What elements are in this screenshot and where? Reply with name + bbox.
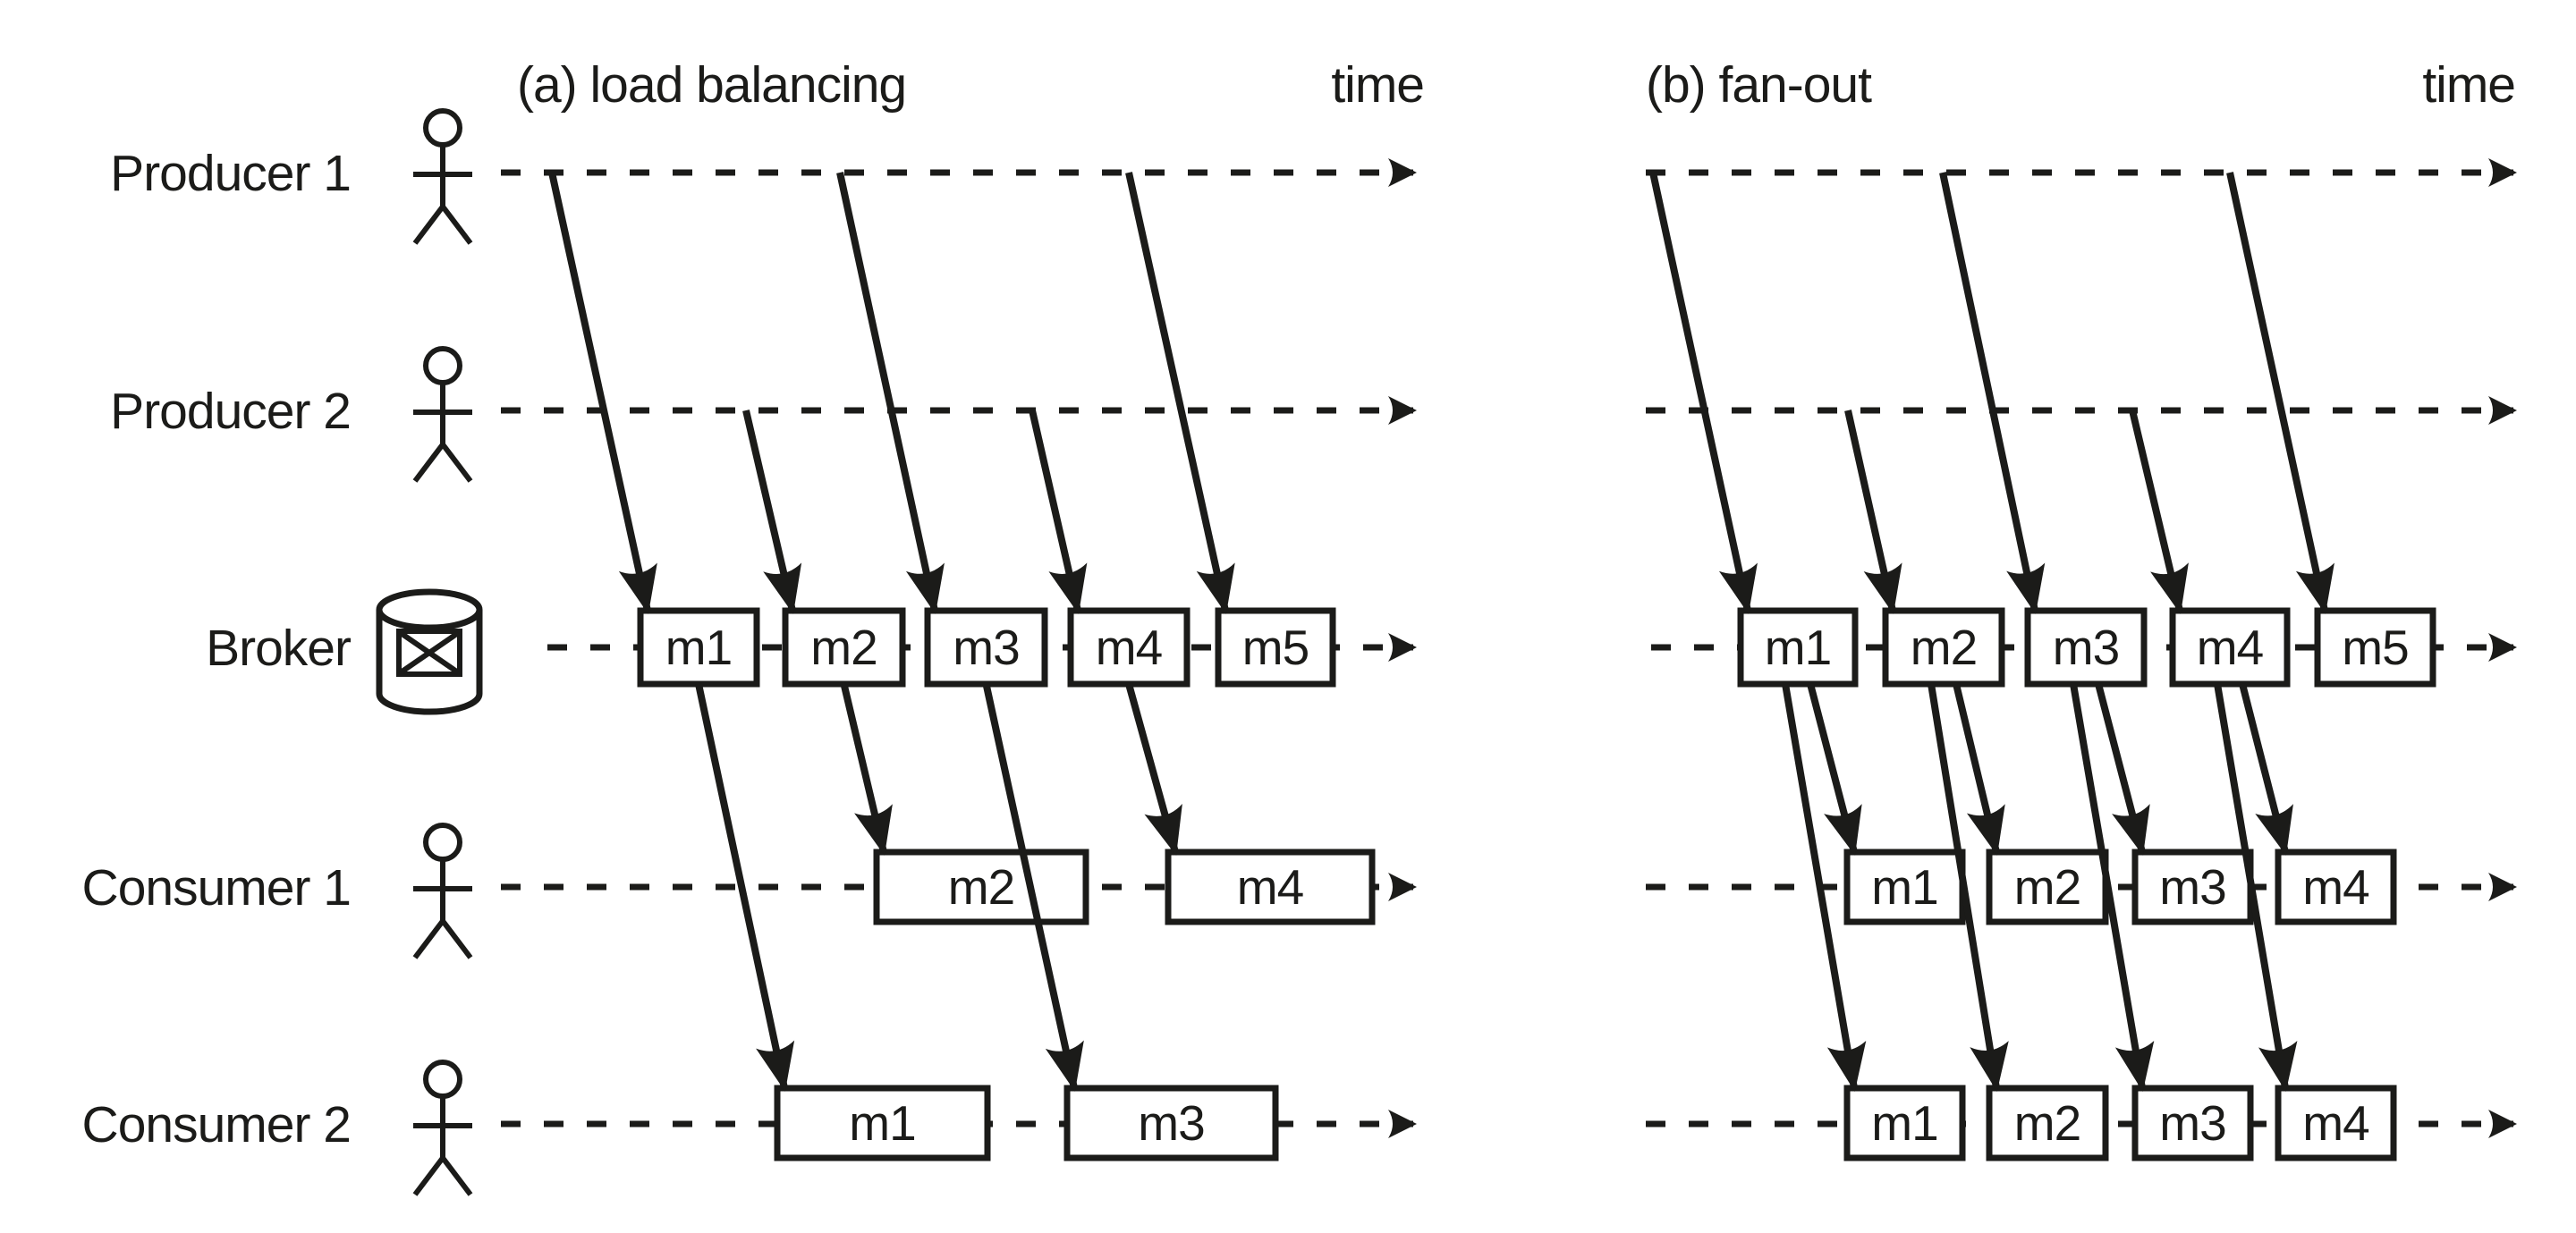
- panel-b-title: (b) fan-out: [1646, 56, 1872, 114]
- cylinder-top: [376, 588, 483, 631]
- lane-label-consumer1: Consumer 1: [82, 859, 351, 916]
- person-leg-left: [412, 443, 445, 483]
- message-label-m4: m4: [1096, 620, 1162, 675]
- message-label-m4: m4: [2302, 859, 2368, 915]
- message-box-m4-consumer1-panel-b: [2275, 849, 2397, 925]
- text-layer: (a) load balancing time (b) fan-out time…: [82, 56, 2516, 1153]
- message-label-m2: m2: [810, 620, 877, 675]
- message-box-m4-broker-panel-a: [1067, 607, 1191, 688]
- lane-label-producer1: Producer 1: [110, 145, 351, 202]
- message-box-m3-consumer2-panel-b: [2131, 1085, 2254, 1161]
- message-label-m4: m4: [2302, 1095, 2368, 1151]
- message-broker-icon: [376, 588, 483, 715]
- produce-arrow-m4-panel-b: [2129, 410, 2189, 614]
- message-label-m5: m5: [1242, 620, 1309, 675]
- deliver-arrow-m3-to-consumer2-panel-a: [982, 683, 1084, 1092]
- person-leg-left: [412, 1156, 445, 1196]
- panel-b-time-label: time: [2422, 56, 2515, 114]
- message-label-m3: m3: [2159, 1095, 2225, 1151]
- message-label-m3: m3: [2159, 859, 2225, 915]
- message-box-m5-broker-panel-b: [2314, 607, 2436, 688]
- message-label-m2: m2: [2014, 859, 2080, 915]
- message-label-m3: m3: [2053, 620, 2119, 675]
- message-label-m1: m1: [1871, 859, 1937, 915]
- message-box-m1-consumer2-panel-a: [774, 1085, 991, 1161]
- produce-arrow-m1-panel-a: [548, 172, 657, 614]
- deliver-arrow-m2-to-consumer1-panel-a: [840, 683, 893, 856]
- message-box-m2-consumer2-panel-b: [1986, 1085, 2109, 1161]
- person-icon: [412, 108, 473, 245]
- produce-arrow-m3-panel-b: [1939, 172, 2046, 614]
- message-label-m2: m2: [1911, 620, 1977, 675]
- message-label-m1: m1: [1765, 620, 1831, 675]
- lane-label-producer2: Producer 2: [110, 383, 351, 440]
- deliver-arrow-m3-to-consumer2-panel-b: [2070, 683, 2155, 1092]
- message-box-m3-broker-panel-b: [2024, 607, 2148, 688]
- message-label-m3: m3: [1138, 1095, 1204, 1151]
- person-icon: [412, 823, 473, 959]
- message-label-m5: m5: [2342, 620, 2408, 675]
- deliver-arrow-m2-to-consumer1-panel-b: [1953, 683, 2005, 856]
- message-label-m2: m2: [2014, 1095, 2080, 1151]
- person-leg-left: [412, 205, 445, 245]
- deliver-arrow-m1-to-consumer2-panel-b: [1782, 683, 1867, 1092]
- person-leg-left: [412, 919, 445, 959]
- person-leg-right: [440, 919, 473, 959]
- panel-a-time-label: time: [1331, 56, 1424, 114]
- message-label-m3: m3: [953, 620, 1019, 675]
- message-label-m1: m1: [665, 620, 732, 675]
- message-box-m3-consumer2-panel-a: [1063, 1085, 1279, 1161]
- message-box-m4-consumer1-panel-a: [1165, 849, 1376, 925]
- lane-label-consumer2: Consumer 2: [82, 1096, 351, 1153]
- deliver-arrow-m4-to-consumer1-panel-a: [1125, 682, 1182, 856]
- lane-label-broker: Broker: [206, 620, 352, 677]
- envelope-fold: [399, 630, 460, 675]
- message-box-m1-broker-panel-b: [1737, 607, 1859, 688]
- message-label-m4: m4: [2197, 620, 2263, 675]
- message-box-m5-broker-panel-a: [1215, 607, 1336, 688]
- diagram-content: m1 m2 m3 m4 m5 m2 m4 m1 m3 m1 m2 m3 m4 m5 m1 m2 m3 m4 m1 m2…: [376, 108, 2517, 1196]
- produce-arrow-m4-panel-a: [1029, 410, 1088, 614]
- panel-a-title: (a) load balancing: [517, 56, 906, 114]
- deliver-arrow-m4-to-consumer2-panel-b: [2214, 683, 2298, 1092]
- message-box-m2-consumer1-panel-b: [1986, 849, 2109, 925]
- deliver-arrow-m3-to-consumer1-panel-b: [2095, 682, 2150, 856]
- message-box-m1-consumer1-panel-b: [1843, 849, 1966, 925]
- produce-arrow-m5-panel-b: [2226, 172, 2334, 614]
- message-box-m1-consumer2-panel-b: [1843, 1085, 1966, 1161]
- message-box-m4-consumer2-panel-b: [2275, 1085, 2397, 1161]
- deliver-arrow-m2-to-consumer2-panel-b: [1928, 683, 2009, 1092]
- produce-arrow-m5-panel-a: [1125, 172, 1235, 614]
- person-leg-right: [440, 443, 473, 483]
- message-box-m2-broker-panel-b: [1882, 607, 2005, 688]
- deliver-arrow-m1-to-consumer1-panel-b: [1807, 682, 1862, 856]
- produce-arrow-m1-panel-b: [1649, 172, 1758, 614]
- message-box-m3-consumer1-panel-b: [2131, 849, 2254, 925]
- deliver-arrow-m4-to-consumer1-panel-b: [2239, 683, 2293, 856]
- message-label-m2: m2: [948, 859, 1014, 915]
- message-label-m1: m1: [1871, 1095, 1937, 1151]
- produce-arrow-m3-panel-a: [836, 172, 945, 614]
- message-box-m4-broker-panel-b: [2169, 607, 2291, 688]
- person-icon: [412, 346, 473, 483]
- message-label-m1: m1: [849, 1095, 915, 1151]
- person-icon: [412, 1060, 473, 1196]
- message-label-m4: m4: [1237, 859, 1303, 915]
- deliver-arrow-m1-to-consumer2-panel-a: [695, 683, 795, 1092]
- person-leg-right: [440, 1156, 473, 1196]
- message-box-m2-consumer1-panel-a: [873, 849, 1089, 925]
- person-leg-right: [440, 205, 473, 245]
- produce-arrow-m2-panel-a: [742, 410, 802, 614]
- produce-arrow-m2-panel-b: [1844, 410, 1902, 614]
